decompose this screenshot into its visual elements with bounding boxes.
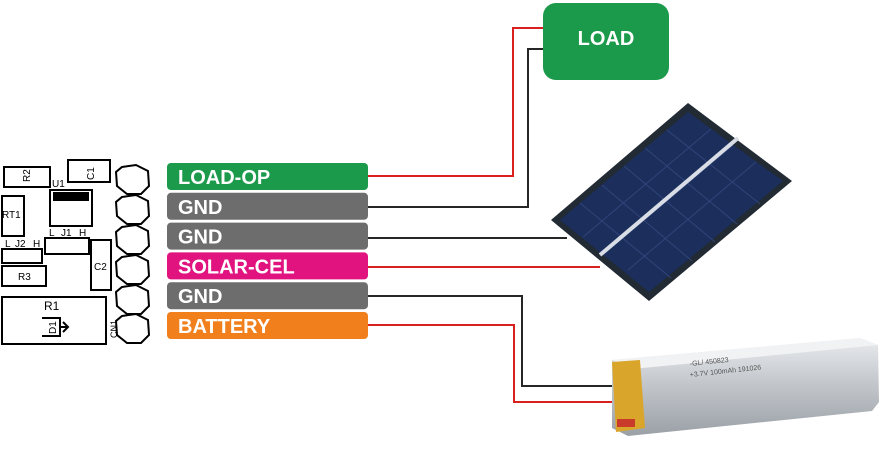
label-j1: J1 <box>61 228 72 239</box>
label-cn1: CN1 <box>109 320 119 338</box>
header-pin-3 <box>114 223 151 255</box>
connector-label-text: LOAD-OP <box>178 167 270 189</box>
c2-footprint <box>90 239 112 291</box>
connector-label-6: BATTERY <box>167 312 368 339</box>
label-r3: R3 <box>18 272 31 283</box>
connector-label-text: GND <box>178 286 222 308</box>
label-d1: D1 <box>48 321 59 334</box>
solar-panel-busbar <box>598 136 740 257</box>
battery-print-line1: -GL/ 450823 <box>689 357 729 368</box>
connector-label-text: GND <box>178 227 222 249</box>
load-box-shape <box>543 3 669 80</box>
label-j2-h: H <box>33 239 40 250</box>
r1-d1-footprint <box>1 296 107 345</box>
j1-footprint <box>44 237 90 255</box>
pcb-silkscreen: R2 U1 C1 RT1 L J1 H L J2 H R3 C2 R1 D1 C… <box>2 167 119 338</box>
connector-label-bg <box>167 163 368 190</box>
connector-label-1: LOAD-OP <box>167 163 368 190</box>
header-pin-6 <box>114 312 151 344</box>
connector-label-4: SOLAR-CEL <box>167 252 368 280</box>
connector-label-text: SOLAR-CEL <box>178 256 295 278</box>
u1-footprint <box>49 189 93 227</box>
connector-label-5: GND <box>167 282 368 310</box>
label-u1: U1 <box>52 179 65 190</box>
solar-panel <box>551 103 792 301</box>
header-pins <box>114 163 151 344</box>
d1-symbol <box>42 317 70 337</box>
r2-footprint <box>3 166 51 188</box>
solar-panel-cells <box>560 112 783 292</box>
connector-label-bg <box>167 252 368 280</box>
battery-top-edge <box>612 338 878 369</box>
label-j2-l: L <box>5 239 11 250</box>
wires <box>368 27 620 403</box>
wire-battery-ground <box>368 295 620 387</box>
pcb-board <box>1 159 151 345</box>
j2-footprint <box>1 248 43 264</box>
wire-load-ground <box>368 48 543 208</box>
connector-label-3: GND <box>167 222 368 250</box>
label-c2: C2 <box>94 262 107 273</box>
connector-label-bg <box>167 192 368 220</box>
wire-battery-positive <box>368 324 620 403</box>
header-pin-5 <box>114 283 151 315</box>
connector-label-bg <box>167 282 368 310</box>
battery-protection-tape <box>612 360 645 432</box>
connector-label-text: GND <box>178 197 222 219</box>
connector-label-bg <box>167 312 368 339</box>
label-j1-h: H <box>79 228 86 239</box>
label-r1: R1 <box>44 299 60 313</box>
load-box: LOAD <box>543 3 669 80</box>
header-pin-2 <box>114 193 151 225</box>
header-pin-1 <box>114 163 151 195</box>
connector-label-2: GND <box>167 192 368 220</box>
u1-pad <box>53 192 89 201</box>
rt1-footprint <box>1 195 25 237</box>
lipo-battery: -GL/ 450823 +3.7V 100mAh 191026 <box>612 338 879 436</box>
connector-label-text: BATTERY <box>178 316 271 338</box>
c1-footprint <box>67 159 111 183</box>
load-box-label: LOAD <box>578 28 635 50</box>
label-j2: J2 <box>15 239 26 250</box>
connector-labels: LOAD-OP GND GND SOLAR-CEL GND BATTERY <box>167 163 368 339</box>
header-pin-4 <box>114 253 151 285</box>
label-c1: C1 <box>86 167 97 180</box>
battery-tab <box>617 419 635 427</box>
label-j1-l: L <box>49 228 55 239</box>
r3-footprint <box>1 265 47 287</box>
wire-load-positive <box>368 27 543 177</box>
label-r2: R2 <box>22 169 33 182</box>
label-rt1: RT1 <box>2 210 21 221</box>
connector-label-bg <box>167 222 368 250</box>
